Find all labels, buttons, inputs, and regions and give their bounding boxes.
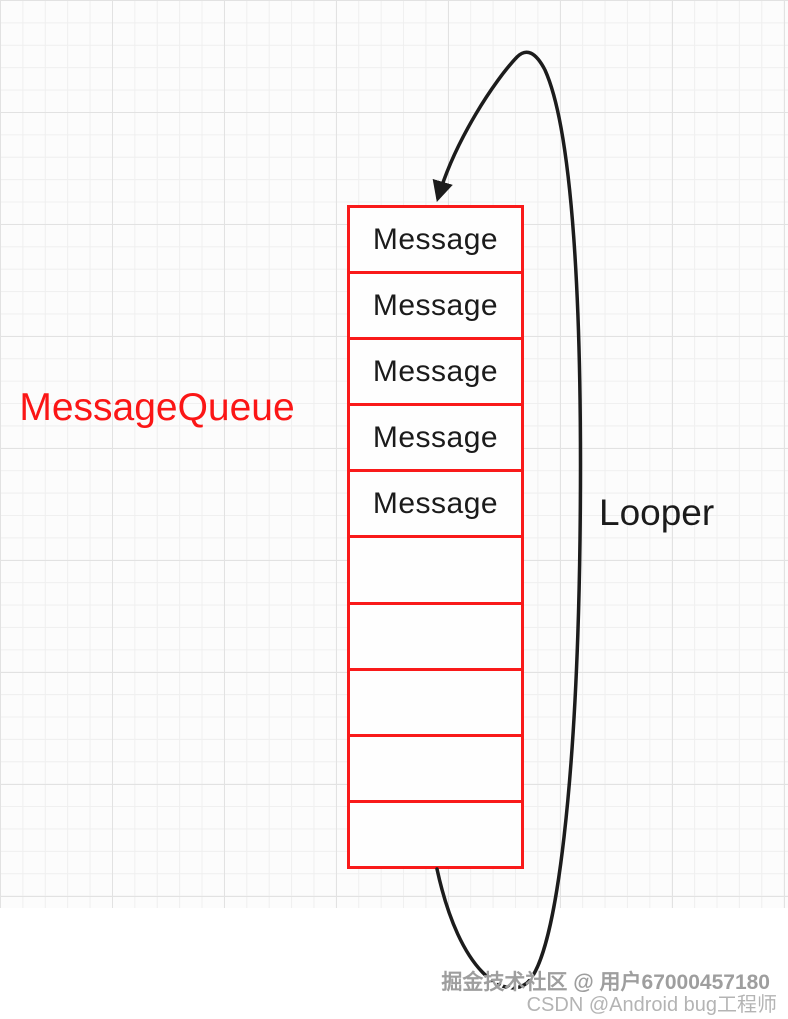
queue-row: Message: [350, 208, 521, 275]
queue-row: Message: [350, 340, 521, 407]
queue-row-label: Message: [372, 420, 499, 454]
queue-row-label: Message: [372, 354, 499, 388]
queue-row: [350, 737, 521, 803]
looper-label: Looper: [599, 492, 715, 533]
queue-row: [350, 671, 521, 737]
queue-row-label: Message: [372, 288, 499, 322]
queue-row: [350, 803, 521, 866]
queue-row: [350, 538, 521, 605]
queue-row: Message: [350, 274, 521, 341]
message-queue-box: Message Message Message Message Message: [347, 205, 524, 869]
watermark-csdn: CSDN @Android bug工程师: [526, 994, 777, 1016]
queue-row-label: Message: [372, 222, 499, 256]
queue-row: Message: [350, 472, 521, 539]
message-queue-label: MessageQueue: [19, 386, 295, 429]
queue-row: Message: [350, 406, 521, 473]
queue-row: [350, 605, 521, 671]
queue-row-label: Message: [372, 486, 499, 520]
